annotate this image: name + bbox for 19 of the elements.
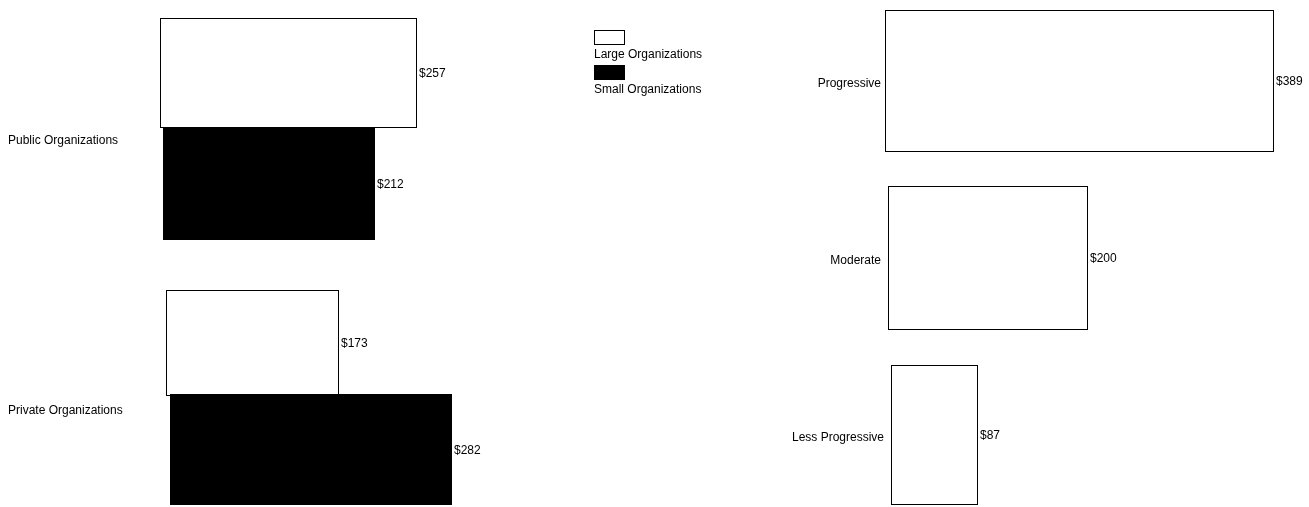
bar [888,186,1088,330]
bar [891,365,978,505]
bar [166,290,339,396]
value-label: $282 [454,442,481,457]
legend-text: Small Organizations [594,82,702,96]
category-label: Private Organizations [8,403,123,417]
category-label: Moderate [830,253,881,267]
value-label: $200 [1090,251,1117,265]
bar [163,128,375,240]
category-label: Public Organizations [8,133,119,147]
bar [160,18,417,128]
legend-text: Large Organizations [594,47,703,61]
value-label: $257 [419,66,446,80]
value-label: $212 [377,177,404,191]
value-label: $87 [980,428,1001,442]
bar [885,10,1274,152]
bar [170,394,452,505]
value-label: $389 [1276,74,1303,88]
value-label: $173 [341,336,368,350]
